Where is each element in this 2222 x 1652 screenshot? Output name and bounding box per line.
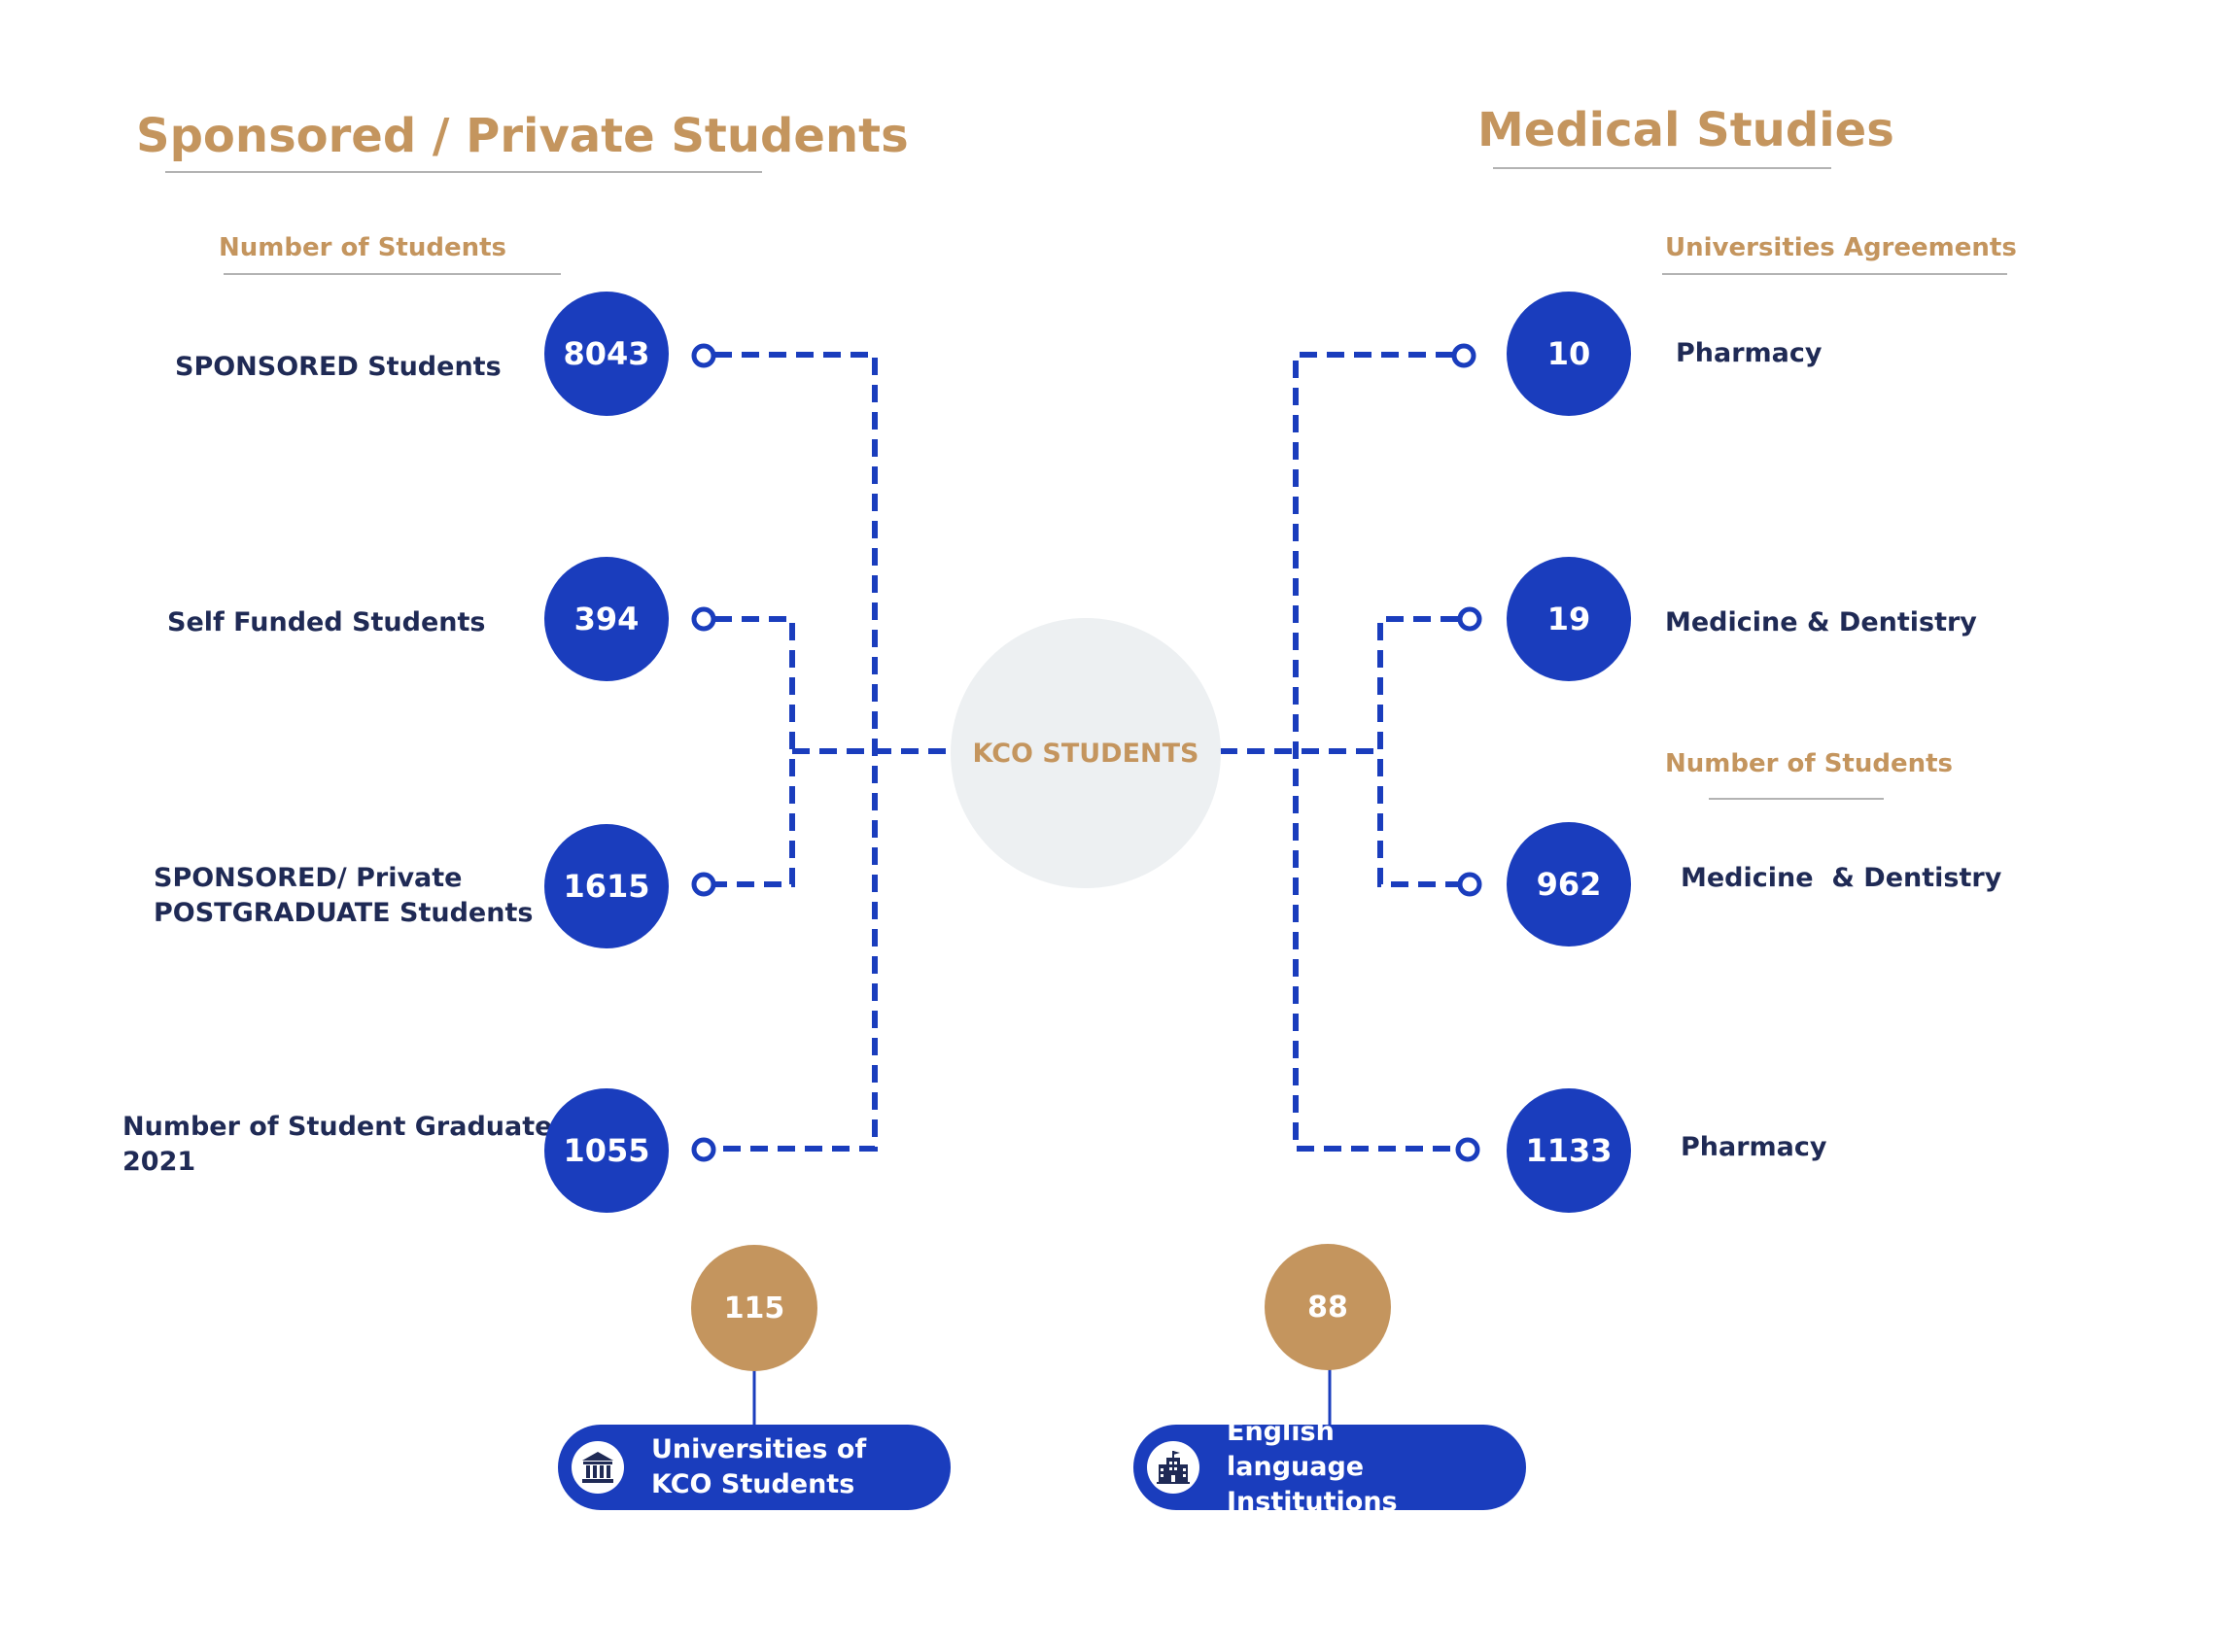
right-row-label: Pharmacy <box>1676 338 1823 368</box>
right-row-label: Pharmacy <box>1681 1132 1827 1162</box>
bottom-value: 115 <box>691 1245 817 1371</box>
connector-dot <box>691 343 716 368</box>
connector-dot <box>691 1137 716 1162</box>
connector-dot <box>691 872 716 897</box>
left-row-label: Number of Student Graduated 2021 <box>122 1112 572 1177</box>
right-subheading-agreements: Universities Agreements <box>1665 233 2017 262</box>
right-row-label: Medicine & Dentistry <box>1681 863 2002 893</box>
connector-dot <box>1451 343 1476 368</box>
connector-right-1 <box>1293 352 1453 1152</box>
right-row-value: 19 <box>1507 557 1631 681</box>
left-row-label: SPONSORED/ Private POSTGRADUATE Students <box>154 863 534 928</box>
right-heading: Medical Studies <box>1477 103 1894 157</box>
left-row-value: 1055 <box>544 1088 669 1213</box>
bottom-pill-english-institutions: English language Institutions <box>1133 1417 1526 1517</box>
right-heading-rule <box>1493 167 1831 169</box>
right-row-label: Medicine & Dentistry <box>1665 607 1977 637</box>
bottom-pill-label: English language Institutions <box>1227 1417 1398 1517</box>
connector-dot <box>1457 606 1482 632</box>
left-row-value: 8043 <box>544 292 669 416</box>
right-row-value: 962 <box>1507 822 1631 946</box>
connector-right-2 <box>1377 616 1458 887</box>
center-hub: KCO STUDENTS <box>951 618 1221 888</box>
left-heading: Sponsored / Private Students <box>136 109 909 163</box>
left-row-label: Self Funded Students <box>167 607 486 637</box>
connector-dot <box>1455 1137 1480 1162</box>
right-subheading-students-rule <box>1709 798 1884 800</box>
right-subheading-agreements-rule <box>1662 273 2007 275</box>
right-row-value: 1133 <box>1507 1088 1631 1213</box>
left-subheading-rule <box>224 273 561 275</box>
left-row-value: 1615 <box>544 824 669 948</box>
bottom-pill-universities: Universities of KCO Students <box>558 1425 951 1510</box>
connector-dot <box>691 606 716 632</box>
connector-left-2 <box>714 616 795 887</box>
building-icon <box>1147 1441 1199 1494</box>
right-subheading-students: Number of Students <box>1665 749 1954 778</box>
left-row-label: SPONSORED Students <box>175 352 502 382</box>
left-heading-rule <box>165 171 762 173</box>
left-subheading: Number of Students <box>219 233 507 262</box>
university-icon <box>572 1441 624 1494</box>
connector-dot <box>1457 872 1482 897</box>
left-row-value: 394 <box>544 557 669 681</box>
right-row-value: 10 <box>1507 292 1631 416</box>
bottom-value: 88 <box>1265 1244 1391 1370</box>
bottom-pill-label: Universities of KCO Students <box>651 1434 867 1499</box>
